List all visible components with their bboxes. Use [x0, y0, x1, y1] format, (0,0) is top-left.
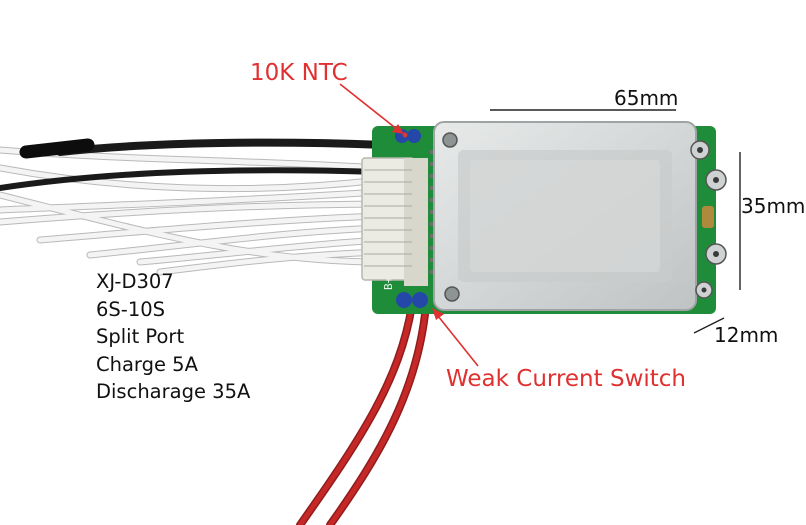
callout-arrows — [339, 83, 479, 367]
mosfet-tab — [702, 206, 714, 228]
height-dimension: 12mm — [714, 323, 779, 347]
board-marking: B+ — [382, 276, 395, 290]
spec-charge: Charge 5A — [96, 352, 198, 376]
spec-port: Split Port — [96, 325, 185, 348]
balance-connector — [361, 157, 428, 286]
spec-model: XJ-D307 — [96, 270, 174, 293]
heatsink — [433, 121, 697, 311]
black-wires — [0, 138, 414, 191]
dimension-lines — [490, 109, 741, 334]
length-dimension: 65mm — [614, 86, 679, 110]
width-dimension: 35mm — [741, 194, 806, 218]
switch-callout-label: Weak Current Switch — [446, 366, 687, 392]
ntc-probe — [19, 138, 95, 159]
red-wires — [296, 301, 430, 525]
spec-discharge: Discharage 35A — [96, 380, 251, 403]
balance-wires — [0, 146, 384, 276]
ntc-callout-label: 10K NTC — [250, 60, 348, 86]
spec-list: XJ-D307 6S-10S Split Port Charge 5A Disc… — [96, 268, 250, 406]
spec-cells: 6S-10S — [96, 297, 166, 321]
